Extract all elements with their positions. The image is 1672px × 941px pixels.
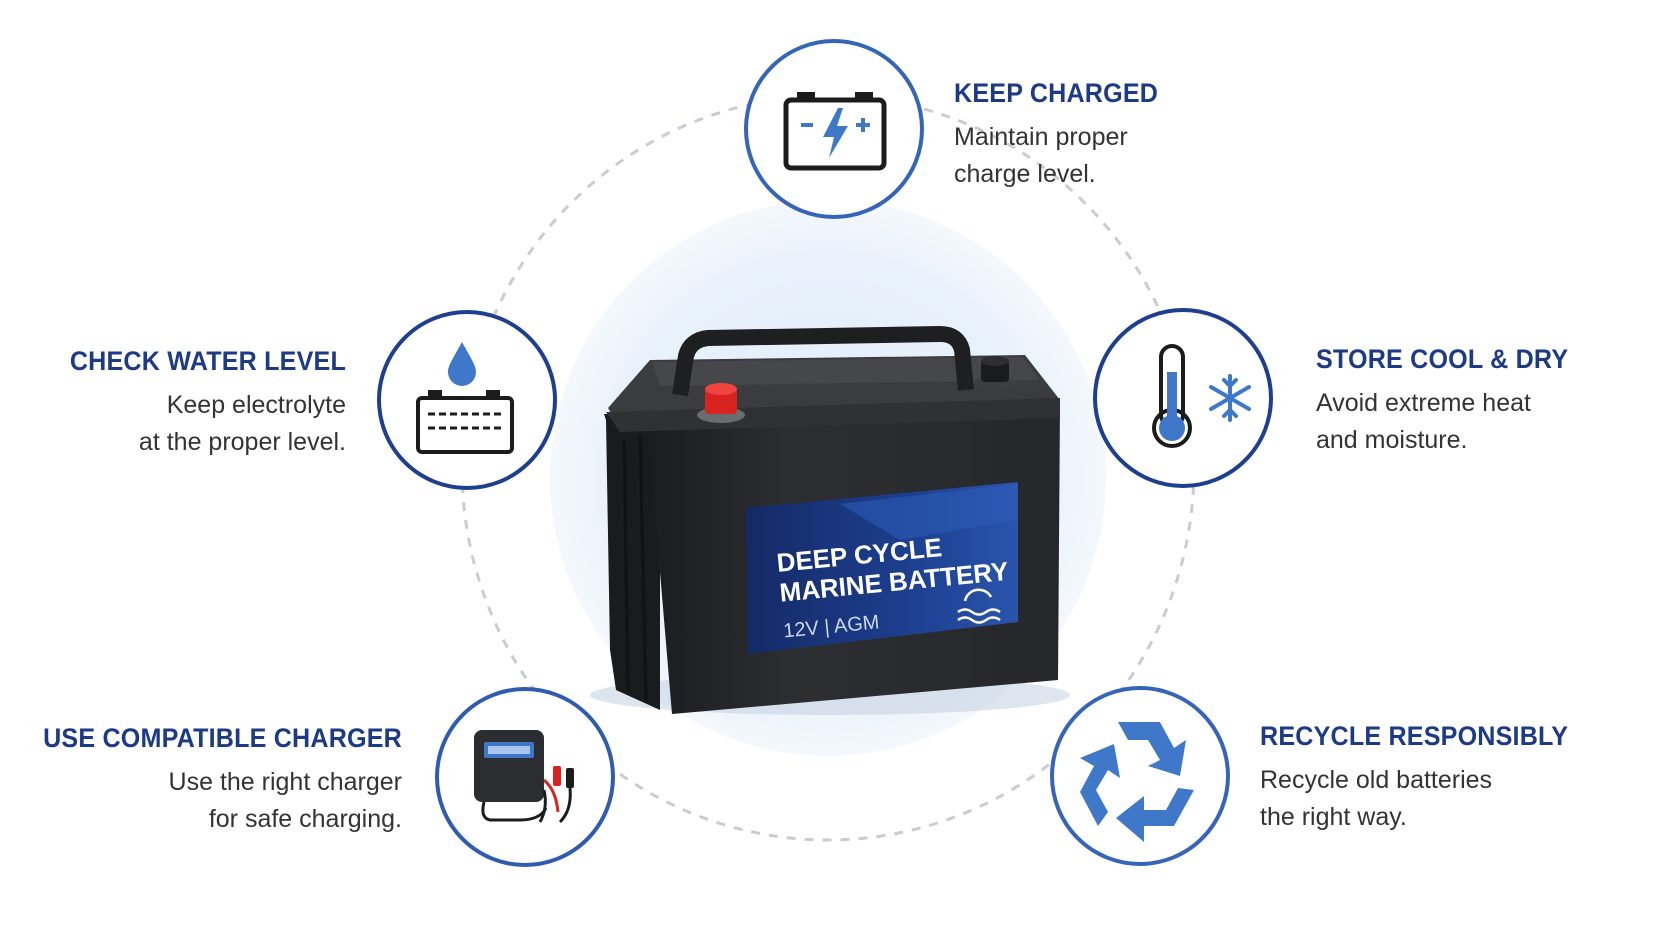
tip-description: Avoid extreme heat and moisture. bbox=[1316, 385, 1672, 459]
check-water-badge bbox=[377, 310, 557, 490]
tip-description: Recycle old batteries the right way. bbox=[1260, 762, 1672, 836]
tip-title: USE COMPATIBLE CHARGER bbox=[43, 723, 402, 753]
charger-icon bbox=[474, 730, 574, 824]
tip-compatible-charger: USE COMPATIBLE CHARGER Use the right cha… bbox=[0, 723, 402, 838]
tip-description: Keep electrolyte at the proper level. bbox=[0, 387, 346, 461]
tip-description-line: Maintain proper bbox=[954, 123, 1128, 151]
tip-title: RECYCLE RESPONSIBLY bbox=[1260, 721, 1569, 751]
tip-description-line: Keep electrolyte bbox=[166, 391, 346, 419]
tip-description-line: for safe charging. bbox=[208, 805, 402, 833]
tip-description: Maintain proper charge level. bbox=[954, 119, 1394, 193]
negative-terminal bbox=[973, 356, 1017, 390]
positive-terminal bbox=[697, 383, 745, 423]
tip-description-line: Recycle old batteries bbox=[1260, 766, 1493, 794]
tip-description-line: Avoid extreme heat bbox=[1316, 389, 1531, 417]
tip-title: CHECK WATER LEVEL bbox=[69, 346, 346, 376]
tip-store-cool-dry: STORE COOL & DRY Avoid extreme heat and … bbox=[1316, 344, 1672, 459]
recycle-badge bbox=[1050, 686, 1230, 866]
thermometer-snowflake-icon bbox=[1152, 344, 1251, 448]
tip-check-water: CHECK WATER LEVEL Keep electrolyte at th… bbox=[0, 346, 346, 461]
tip-description-line: at the proper level. bbox=[138, 428, 346, 456]
tip-description-line: Use the right charger bbox=[168, 768, 402, 796]
tip-description-line: and moisture. bbox=[1316, 426, 1468, 454]
tip-recycle: RECYCLE RESPONSIBLY Recycle old batterie… bbox=[1260, 721, 1672, 836]
compatible-charger-badge bbox=[435, 687, 615, 867]
store-cool-dry-badge bbox=[1093, 308, 1273, 488]
tip-title: STORE COOL & DRY bbox=[1316, 344, 1569, 374]
recycle-icon bbox=[1080, 722, 1194, 842]
battery-charge-icon bbox=[783, 92, 887, 171]
tip-description-line: the right way. bbox=[1260, 803, 1407, 831]
tip-keep-charged: KEEP CHARGED Maintain proper charge leve… bbox=[954, 78, 1394, 193]
water-drop-battery-icon bbox=[416, 342, 514, 454]
wave-logo-icon bbox=[957, 588, 1001, 624]
tip-title: KEEP CHARGED bbox=[954, 78, 1159, 108]
keep-charged-badge bbox=[744, 39, 924, 219]
battery-illustration: DEEP CYCLE MARINE BATTERY 12V | AGM bbox=[590, 326, 1070, 715]
tip-description-line: charge level. bbox=[954, 160, 1096, 188]
tip-description: Use the right charger for safe charging. bbox=[0, 764, 402, 838]
